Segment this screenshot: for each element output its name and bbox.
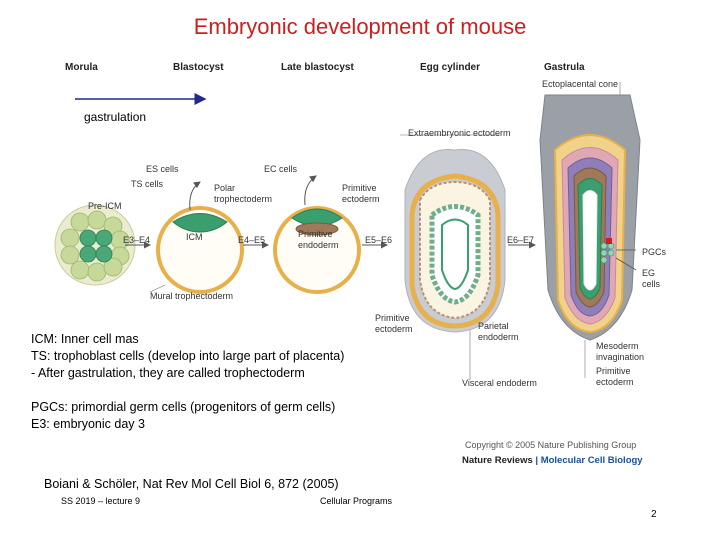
label-parietal-endoderm: Parietal endoderm [478, 321, 519, 342]
gastrulation-label: gastrulation [84, 110, 147, 124]
label-primitive-endoderm: Primitive endoderm [298, 229, 339, 250]
label-mesoderm-invagination: Mesoderm invagination [596, 341, 645, 362]
figure-copyright: Copyright © 2005 Nature Publishing Group [465, 440, 637, 450]
label-es-cells: ES cells [146, 164, 179, 174]
note-e3: E3: embryonic day 3 [31, 417, 145, 431]
blastocyst-drawing [156, 206, 244, 294]
journal-line: Nature Reviews | Molecular Cell Biology [462, 455, 643, 466]
egg-cylinder-drawing [404, 149, 506, 333]
page-title: Embryonic development of mouse [193, 14, 527, 39]
citation: Boiani & Schöler, Nat Rev Mol Cell Biol … [44, 477, 339, 491]
label-primitive-ectoderm-gastrula: Primitive ectoderm [596, 366, 634, 387]
gastrula-drawing [539, 94, 641, 341]
journal-name: Nature Reviews [462, 455, 533, 466]
label-icm: ICM [186, 232, 203, 242]
stage-morula-label: Morula [65, 62, 98, 73]
note-pgcs: PGCs: primordial germ cells (progenitors… [31, 400, 336, 414]
label-e6-e7: E6–E7 [507, 235, 535, 245]
morula-drawing [54, 204, 136, 286]
stage-gastrula-label: Gastrula [544, 62, 585, 73]
label-e3-e4: E3–E4 [123, 235, 151, 245]
label-mural-trophectoderm: Mural trophectoderm [150, 291, 234, 301]
label-extraembryonic-ectoderm: Extraembryonic ectoderm [408, 128, 511, 138]
label-pre-icm: Pre-ICM [88, 201, 122, 211]
stage-egg-cylinder-label: Egg cylinder [420, 62, 481, 73]
late-blastocyst-drawing [273, 206, 361, 294]
footer-course: Cellular Programs [320, 496, 393, 506]
label-ts-cells: TS cells [131, 179, 164, 189]
label-primitive-ectoderm: Primitive ectoderm [342, 183, 380, 204]
label-visceral-endoderm: Visceral endoderm [462, 378, 537, 388]
label-e5-e6: E5–E6 [365, 235, 393, 245]
label-primitive-ectoderm-egg: Primitive ectoderm [375, 313, 413, 334]
note-icm: ICM: Inner cell mas [31, 332, 139, 346]
label-polar-trophectoderm: Polar trophectoderm [214, 183, 273, 204]
footer-lecture: SS 2019 – lecture 9 [61, 496, 141, 506]
page-number: 2 [651, 509, 657, 520]
stage-blastocyst-label: Blastocyst [173, 62, 224, 73]
label-ec-cells: EC cells [264, 164, 298, 174]
stage-late-blastocyst-label: Late blastocyst [281, 62, 354, 73]
note-ts: TS: trophoblast cells (develop into larg… [31, 349, 345, 363]
label-ectoplacental-cone: Ectoplacental cone [542, 79, 619, 89]
note-trophectoderm: - After gastrulation, they are called tr… [31, 366, 305, 380]
label-pgcs: PGCs [642, 247, 667, 257]
label-eg-cells: EG cells [642, 268, 661, 289]
label-e4-e5: E4–E5 [238, 235, 266, 245]
journal-separator: | [532, 455, 541, 466]
journal-subtitle: Molecular Cell Biology [540, 455, 643, 466]
